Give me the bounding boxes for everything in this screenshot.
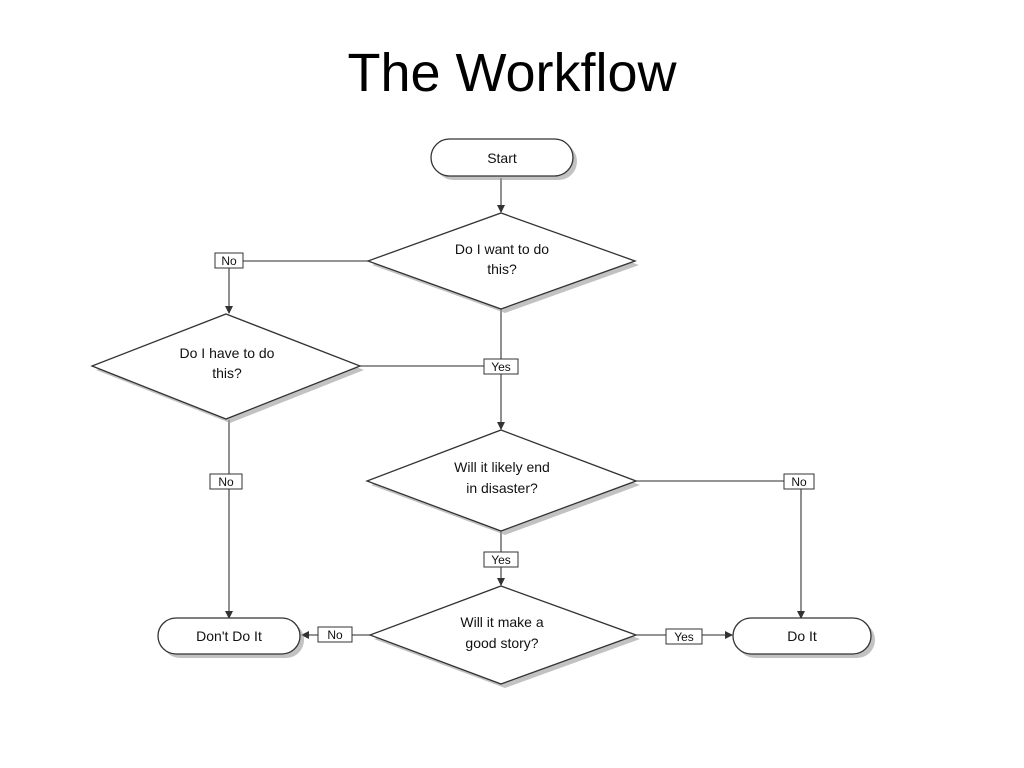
dont-do-it-node: Don't Do It [157, 617, 304, 658]
edge-label-want-no: No [214, 252, 244, 269]
start-label: Start [487, 150, 517, 166]
do-it-node: Do It [732, 617, 875, 658]
decision-have-line2: this? [212, 365, 242, 381]
edge-label-have-no-text: No [218, 475, 234, 489]
edge-label-disaster-no-text: No [791, 475, 807, 489]
edge-label-story-yes: Yes [665, 628, 703, 645]
edge-label-story-yes-text: Yes [674, 630, 694, 644]
edge-label-disaster-yes: Yes [483, 551, 519, 568]
edge-disaster-no-to-doit [636, 480, 805, 619]
decision-story: Will it make a good story? [368, 585, 640, 688]
decision-want-line1: Do I want to do [455, 241, 549, 257]
edge-label-have-no: No [209, 473, 243, 490]
decision-story-line2: good story? [465, 635, 538, 651]
slide-title: The Workflow [347, 43, 677, 103]
decision-want-line2: this? [487, 261, 517, 277]
edge-label-want-yes-text: Yes [491, 360, 511, 374]
do-it-label: Do It [787, 628, 817, 644]
decision-have: Do I have to do this? [90, 313, 364, 423]
edge-label-story-no-text: No [327, 628, 343, 642]
edge-label-want-no-text: No [221, 254, 237, 268]
decision-have-line1: Do I have to do [180, 345, 275, 361]
dont-do-it-label: Don't Do It [196, 628, 262, 644]
edge-want-no-to-have [225, 260, 368, 314]
decision-disaster-line1: Will it likely end [454, 459, 550, 475]
edge-label-story-no: No [317, 626, 353, 643]
start-node: Start [430, 138, 577, 180]
decision-disaster: Will it likely end in disaster? [365, 429, 640, 535]
decision-story-line1: Will it make a [460, 614, 543, 630]
decision-disaster-line2: in disaster? [466, 480, 538, 496]
edge-label-disaster-yes-text: Yes [491, 553, 511, 567]
edge-label-want-yes: Yes [483, 358, 519, 375]
edge-label-disaster-no: No [783, 473, 815, 490]
decision-want: Do I want to do this? [366, 212, 639, 313]
